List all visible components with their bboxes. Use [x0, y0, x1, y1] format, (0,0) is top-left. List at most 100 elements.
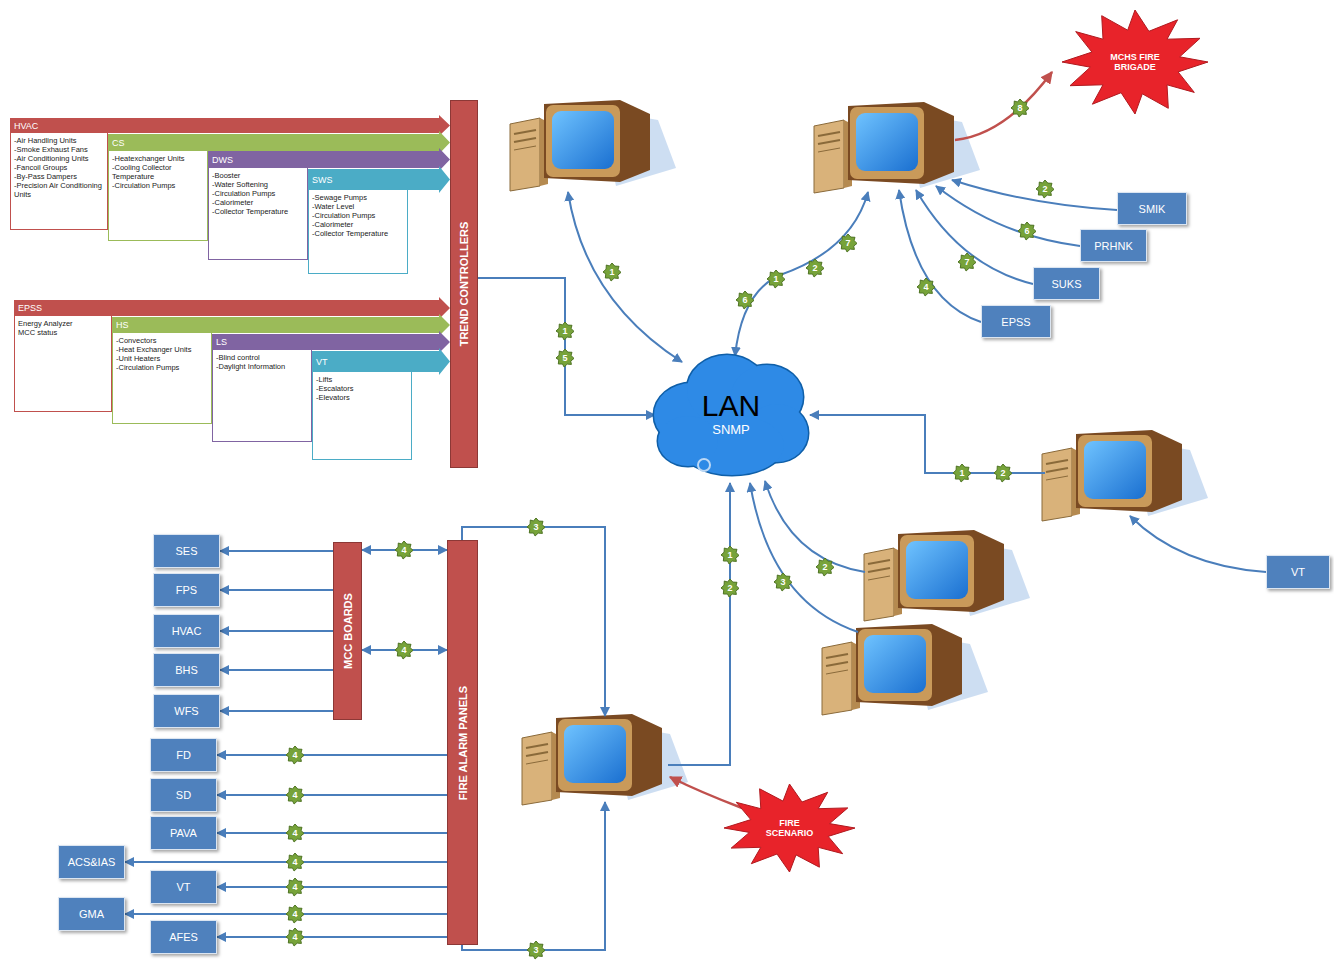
link-line: [952, 180, 1117, 210]
callout-badge: 3: [525, 939, 547, 961]
list-item: -Sewage Pumps: [312, 193, 405, 202]
callout-badge: 5: [554, 347, 576, 369]
connector-line: [220, 589, 333, 591]
computer-icon: [1042, 430, 1208, 521]
bar-title: FIRE ALARM PANELS: [457, 685, 469, 799]
callout-number: 4: [292, 751, 297, 760]
system-box: PRHNK: [1080, 229, 1147, 262]
link-line: [750, 483, 858, 632]
callout-number: 1: [773, 275, 778, 284]
box-label: HVAC: [172, 625, 202, 637]
list-item: -Calorimeter: [212, 198, 305, 207]
list-item: -Air Handling Units: [14, 136, 105, 145]
bar-title: MCC BOARDS: [342, 593, 354, 669]
callout-number: 4: [401, 546, 406, 555]
item-list-box: Energy AnalyzerMCC status: [14, 316, 112, 412]
callout-badge: 1: [951, 462, 973, 484]
connector-line: [217, 832, 447, 834]
callout-badge: 7: [837, 232, 859, 254]
callout-number: 4: [292, 791, 297, 800]
system-banner: VT-Lifts-Escalators-Elevators: [312, 351, 420, 460]
callout-badge: 4: [915, 276, 937, 298]
callout-number: 2: [822, 563, 827, 572]
banner-bar: CS: [108, 134, 420, 151]
callout-badge: 6: [734, 289, 756, 311]
box-label: GMA: [79, 908, 104, 920]
banner-arrow: [419, 314, 450, 336]
callout-number: 1: [727, 551, 732, 560]
system-box: HVAC: [153, 614, 220, 648]
callout-number: 1: [609, 268, 614, 277]
callout-badge: 3: [525, 516, 547, 538]
banner-bar: VT: [312, 351, 420, 372]
alarm-links: [670, 72, 1052, 808]
list-item: Energy Analyzer: [18, 319, 109, 328]
system-box: EPSS: [981, 305, 1051, 338]
callout-number: 4: [292, 910, 297, 919]
callout-badge: 1: [719, 544, 741, 566]
link-line: [916, 190, 1033, 284]
system-box: GMA: [58, 897, 125, 931]
link-line: [810, 415, 1045, 473]
list-item: MCC status: [18, 328, 109, 337]
callout-badge: 3: [772, 571, 794, 593]
callout-badge: 2: [992, 462, 1014, 484]
list-item: -Escalators: [316, 384, 409, 393]
callout-badge: 2: [804, 257, 826, 279]
callout-number: 1: [959, 469, 964, 478]
computer-icon: [864, 530, 1030, 621]
banner-arrow: [419, 297, 450, 319]
callout-badge: 4: [284, 784, 306, 806]
star-label: FIRE SCENARIO: [759, 818, 820, 839]
system-box: SMIK: [1117, 192, 1187, 225]
callout-badge: 4: [284, 744, 306, 766]
item-list-box: -Lifts-Escalators-Elevators: [312, 372, 412, 460]
callout-number: 6: [742, 296, 747, 305]
system-box: AFES: [150, 920, 217, 954]
callout-number: 7: [845, 239, 850, 248]
list-item: -Water Softening: [212, 180, 305, 189]
link-line: [568, 192, 682, 362]
callout-badge: 1: [765, 268, 787, 290]
system-box: BHS: [153, 653, 220, 687]
banner-title: CS: [112, 138, 125, 148]
callout-badge: 2: [719, 577, 741, 599]
banner-arrow: [419, 331, 450, 353]
link-line: [735, 192, 868, 356]
bar-title: TREND CONTROLLERS: [458, 222, 470, 347]
list-item: -Circulation Pumps: [212, 189, 305, 198]
list-item: -Lifts: [316, 375, 409, 384]
list-item: -Unit Heaters: [116, 354, 209, 363]
box-label: BHS: [175, 664, 198, 676]
list-item: -Collector Temperature: [312, 229, 405, 238]
item-list-box: -Convectors-Heat Exchanger Units-Unit He…: [112, 333, 212, 424]
callout-badge: 2: [814, 556, 836, 578]
box-label: EPSS: [1001, 316, 1030, 328]
callout-number: 8: [1017, 104, 1022, 113]
box-label: WFS: [174, 705, 198, 717]
banner-bar: DWS: [208, 151, 420, 168]
callout-number: 4: [292, 858, 297, 867]
item-list-box: -Heatexchanger Units-Cooling Collector T…: [108, 151, 208, 241]
box-label: SMIK: [1139, 203, 1166, 215]
callout-number: 4: [292, 829, 297, 838]
callout-badge: 4: [284, 876, 306, 898]
list-item: -By-Pass Dampers: [14, 172, 105, 181]
callout-number: 4: [292, 883, 297, 892]
callout-number: 2: [812, 264, 817, 273]
computer-icon: [822, 624, 988, 715]
banner-title: HVAC: [14, 121, 38, 131]
banner-arrow: [419, 115, 450, 136]
list-item: -Cooling Collector Temperature: [112, 163, 205, 181]
link-line: [1130, 516, 1266, 572]
banner-bar: LS: [212, 334, 420, 350]
banner-title: HS: [116, 320, 129, 330]
box-label: FPS: [176, 584, 197, 596]
callout-badge: 4: [284, 851, 306, 873]
callout-badge: 4: [284, 903, 306, 925]
callout-badge: 1: [601, 261, 623, 283]
cloud-subtitle: SNMP: [712, 422, 750, 437]
system-box: SD: [150, 778, 217, 812]
computer-icon: [510, 100, 676, 191]
list-item: -Calorimeter: [312, 220, 405, 229]
